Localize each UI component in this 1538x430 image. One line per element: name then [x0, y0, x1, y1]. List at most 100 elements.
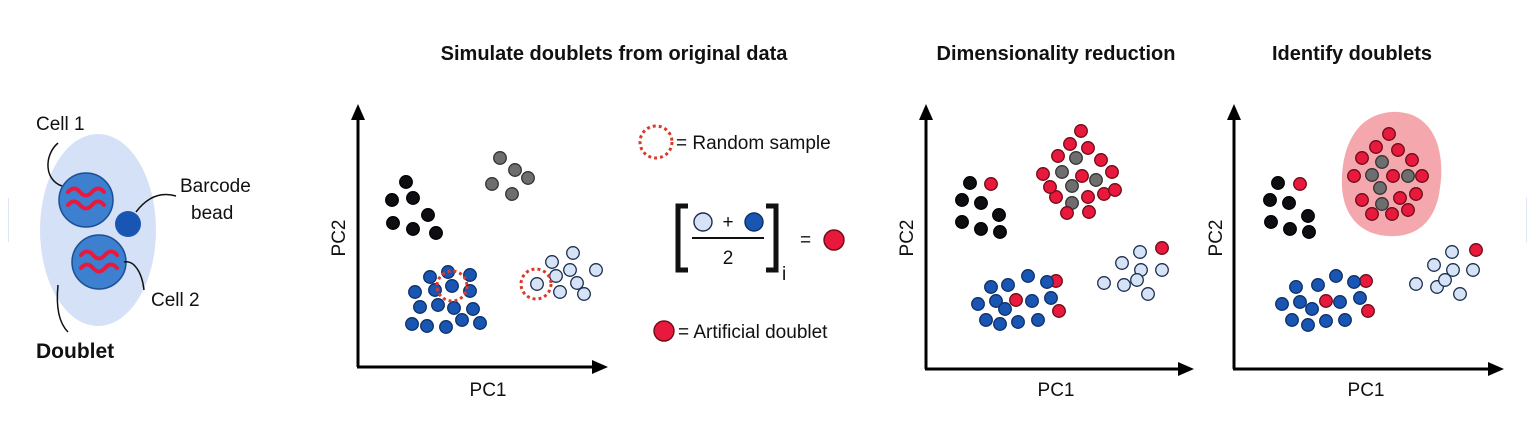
- artificial-doublet-point: [1409, 187, 1423, 201]
- simulate-xlabel: PC1: [470, 380, 507, 401]
- gray-cluster-point: [485, 177, 499, 191]
- artificial-doublet-point: [1009, 293, 1023, 307]
- blue-cluster-point: [1031, 313, 1045, 327]
- artificial-doublet-point: [1347, 169, 1361, 183]
- simulate-panel: Simulate doublets from original data PC1…: [329, 43, 788, 401]
- blue-cluster-point: [1353, 291, 1367, 305]
- light-cluster-point: [563, 263, 577, 277]
- blue-cluster-point: [971, 297, 985, 311]
- gray-cluster-point: [1065, 179, 1079, 193]
- light-cluster-point: [566, 246, 580, 260]
- black-cluster-point: [955, 215, 969, 229]
- cell-1-leader: [47, 142, 63, 187]
- black-cluster-point: [406, 222, 420, 236]
- artificial-doublet-point: [1401, 203, 1415, 217]
- black-cluster-point: [421, 208, 435, 222]
- black-cluster-point: [974, 196, 988, 210]
- light-cluster-point: [1115, 256, 1129, 270]
- blue-cluster-point: [1301, 318, 1315, 332]
- blue-cluster-point: [979, 313, 993, 327]
- gray-cluster-point: [1055, 165, 1069, 179]
- blue-cluster-point: [413, 300, 427, 314]
- blue-cluster-point: [420, 319, 434, 333]
- black-cluster-point: [1301, 209, 1315, 223]
- black-cluster-point: [1282, 196, 1296, 210]
- blue-cluster-point: [1285, 313, 1299, 327]
- artificial-doublet-icon: [653, 320, 675, 342]
- artificial-doublet-point: [1386, 169, 1400, 183]
- artificial-doublet-point: [1469, 243, 1483, 257]
- black-cluster-point: [992, 208, 1006, 222]
- black-cluster-point: [399, 175, 413, 189]
- blue-cluster-point: [1305, 302, 1319, 316]
- artificial-doublet-point: [1359, 274, 1373, 288]
- light-cluster-point: [553, 285, 567, 299]
- artificial-doublet-point: [1365, 207, 1379, 221]
- legend: = Random sample + 2 i = = Artificial dou…: [638, 124, 845, 343]
- blue-cluster-point: [993, 317, 1007, 331]
- light-cluster-point: [1466, 263, 1480, 277]
- light-cluster-point: [1446, 263, 1460, 277]
- gray-cluster-point: [508, 163, 522, 177]
- barcode-leader: [135, 193, 177, 213]
- blue-cluster-point: [1319, 314, 1333, 328]
- blue-cluster-point: [1289, 280, 1303, 294]
- artificial-doublet-point: [1391, 143, 1405, 157]
- artificial-doublet-point: [1108, 183, 1122, 197]
- formula-plus: +: [722, 212, 733, 233]
- cell-1-label: Cell 1: [36, 114, 85, 135]
- artificial-doublet-icon: [823, 229, 845, 251]
- formula-denominator: 2: [723, 248, 734, 269]
- blue-cluster-point: [1347, 275, 1361, 289]
- light-cluster-point: [1155, 263, 1169, 277]
- light-cluster-point: [1117, 278, 1131, 292]
- blue-cluster-point: [1044, 291, 1058, 305]
- blue-cluster-point: [984, 280, 998, 294]
- artificial-doublet-point: [1405, 153, 1419, 167]
- doublet-label: Doublet: [36, 340, 114, 363]
- blue-cluster-point: [1001, 278, 1015, 292]
- blue-cluster-point: [1011, 315, 1025, 329]
- black-cluster-point: [1283, 222, 1297, 236]
- artificial-doublet-point: [1081, 190, 1095, 204]
- identify-xlabel: PC1: [1348, 380, 1385, 401]
- blue-cluster-point: [998, 302, 1012, 316]
- artificial-doublet-point: [1094, 153, 1108, 167]
- blue-cluster-point: [445, 279, 459, 293]
- artificial-doublet-point: [1105, 165, 1119, 179]
- light-cluster-point: [1427, 258, 1441, 272]
- gray-cluster-point: [1375, 155, 1389, 169]
- artificial-doublet-point: [1074, 124, 1088, 138]
- light-cluster-point: [1133, 245, 1147, 259]
- artificial-doublet-point: [1369, 140, 1383, 154]
- blue-cluster-point: [463, 268, 477, 282]
- artificial-doublet-point: [1043, 180, 1057, 194]
- identify-ylabel: PC2: [1206, 220, 1227, 257]
- random-sample-ring-icon: [435, 269, 469, 303]
- cell-2-icon: [71, 234, 127, 290]
- artificial-doublet-point: [1049, 190, 1063, 204]
- blue-cluster-point: [1338, 313, 1352, 327]
- black-cluster-point: [1263, 193, 1277, 207]
- identify-title: Identify doublets: [1272, 43, 1432, 65]
- legend-random-sample: = Random sample: [676, 133, 831, 154]
- black-cluster-point: [955, 193, 969, 207]
- artificial-doublet-point: [1382, 127, 1396, 141]
- black-cluster-point: [386, 216, 400, 230]
- blue-cluster-point: [1275, 297, 1289, 311]
- artificial-doublet-point: [1081, 141, 1095, 155]
- blue-cluster-point: [455, 313, 469, 327]
- artificial-doublet-point: [1355, 151, 1369, 165]
- blue-cluster-point: [1311, 278, 1325, 292]
- artificial-doublet-point: [1393, 191, 1407, 205]
- light-cluster-point: [1453, 287, 1467, 301]
- simulate-ylabel: PC2: [329, 220, 350, 257]
- black-cluster-point: [1302, 225, 1316, 239]
- black-cluster-point: [1271, 176, 1285, 190]
- blue-cluster-point: [447, 301, 461, 315]
- gray-cluster-point: [1373, 181, 1387, 195]
- identify-panel: Identify doublets PC1 PC2: [1206, 43, 1504, 401]
- doublet-illustration: Cell 1 Barcode bead Cell 2 Doublet: [36, 114, 251, 363]
- light-cluster-point: [545, 255, 559, 269]
